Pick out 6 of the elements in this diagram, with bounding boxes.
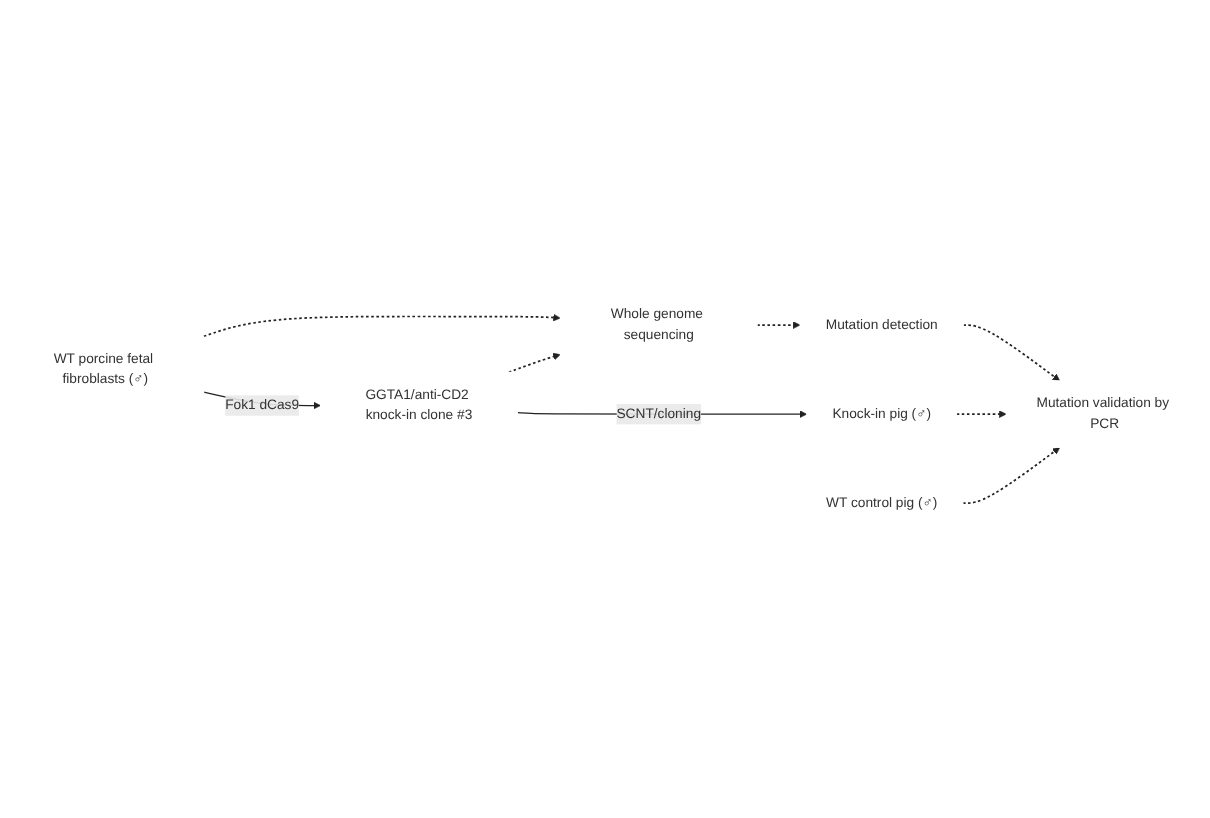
arrow	[962, 324, 1061, 382]
arrow	[962, 447, 1061, 505]
arrow	[202, 313, 561, 338]
arrow	[955, 410, 1007, 418]
arrow	[756, 321, 801, 329]
arrow	[508, 352, 561, 374]
